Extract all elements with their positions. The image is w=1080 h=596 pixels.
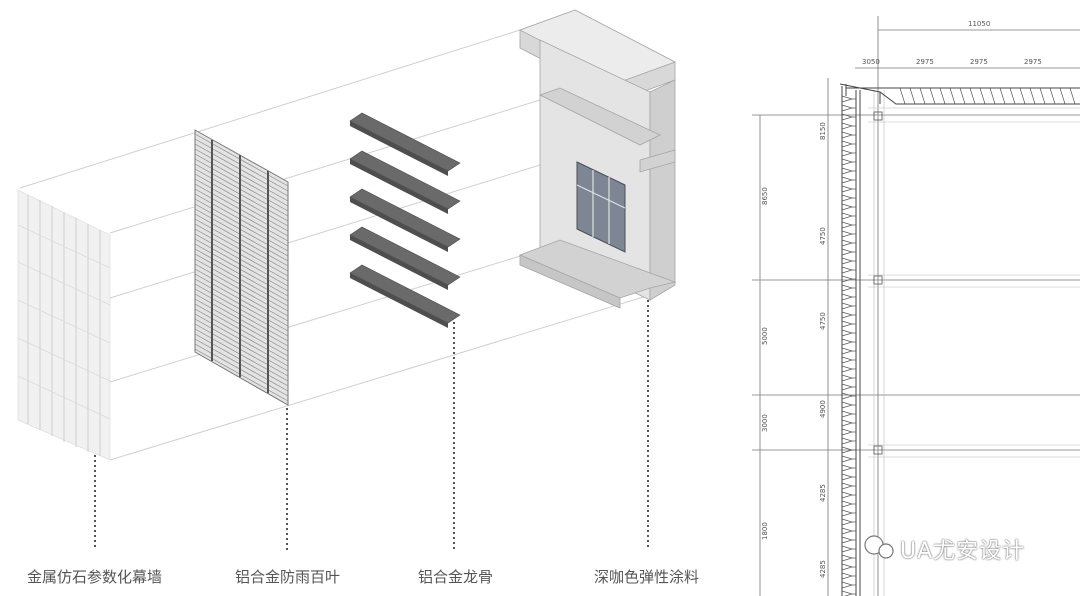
keel-bar	[349, 188, 461, 252]
left-outer-dim-1: 8650	[761, 187, 769, 205]
left-outer-dim-3: 3000	[761, 414, 769, 432]
aluminum-louver-grille-icon	[194, 129, 289, 406]
top-dim-1: 3050	[862, 58, 880, 66]
keel-bar	[349, 264, 461, 328]
left-inner-dim-4: 4900	[819, 400, 827, 418]
layer-caption-stone-wall: 金属仿石参数化幕墙	[27, 568, 163, 586]
aluminum-keel-bars-icon	[349, 112, 461, 328]
layer-caption-coating: 深咖色弹性涂料	[594, 568, 700, 586]
left-inner-dim-6: 4285	[819, 560, 827, 578]
stone-curtain-wall-panel-icon	[17, 189, 111, 461]
overall-dim-text: 11050	[968, 20, 990, 28]
left-inner-dim-5: 4285	[819, 484, 827, 502]
left-inner-dim-3: 4750	[819, 312, 827, 330]
left-outer-dim-4: 1800	[761, 522, 769, 540]
wechat-logo-icon	[864, 535, 894, 559]
layer-caption-keel: 铝合金龙骨	[418, 568, 494, 586]
keel-bar	[349, 112, 461, 176]
top-dim-2: 2975	[916, 58, 934, 66]
cad-section-drawing: 11050 3050 2975 2975 2975 8650 5000 3000…	[752, 16, 1080, 596]
left-inner-dim-1: 8150	[819, 122, 827, 140]
guide-lines	[19, 29, 651, 461]
coated-wall-section-icon	[518, 9, 677, 309]
left-inner-dim-2: 4750	[819, 227, 827, 245]
top-dim-4: 2975	[1024, 58, 1042, 66]
watermark-text: UA尤安设计	[900, 539, 1026, 564]
keel-bar	[349, 150, 461, 214]
top-dim-3: 2975	[970, 58, 988, 66]
leader-lines	[94, 300, 649, 550]
left-outer-dim-2: 5000	[761, 327, 769, 345]
layer-caption-louver: 铝合金防雨百叶	[235, 568, 341, 586]
keel-bar	[349, 226, 461, 290]
